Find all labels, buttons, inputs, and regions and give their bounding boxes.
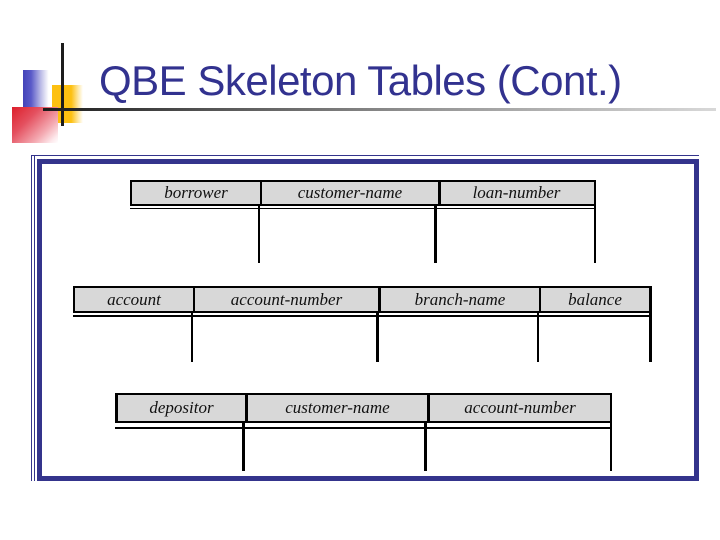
decor-red-square (12, 107, 58, 143)
column-header-cell: account-number (427, 395, 610, 421)
column-header-cell: customer-name (260, 182, 438, 204)
skeleton-column-line (242, 423, 245, 471)
skeleton-column-line (424, 423, 427, 471)
skeleton-column-line (434, 206, 437, 263)
skeleton-column-line (610, 423, 612, 471)
table-name-cell: borrower (164, 183, 228, 202)
column-header-cell: loan-number (438, 182, 592, 204)
table-name-cell: account (107, 290, 161, 309)
qbe-table-borrower: borrower customer-name loan-number (130, 180, 596, 263)
qbe-table-depositor: depositor customer-name account-number (115, 393, 612, 471)
decor-vertical-line (61, 43, 64, 126)
content-box-thin-line-left (31, 155, 32, 481)
decor-blue-square (23, 70, 50, 107)
double-rule (130, 208, 596, 209)
double-rule (115, 427, 612, 429)
table-header-row: borrower customer-name loan-number (130, 180, 596, 206)
table-header-row: depositor customer-name account-number (115, 393, 612, 423)
title-underline-rule (43, 108, 716, 111)
table-name-cell: depositor (149, 398, 214, 417)
skeleton-column-line (649, 313, 652, 362)
skeleton-column-line (537, 313, 539, 362)
skeleton-column-line (258, 206, 260, 263)
column-header-cell: customer-name (245, 395, 427, 421)
column-header-cell: branch-name (378, 288, 539, 311)
skeleton-column-line (594, 206, 596, 263)
column-header-cell: balance (539, 288, 649, 311)
skeleton-column-line (191, 313, 193, 362)
column-header-cell: account-number (193, 288, 378, 311)
double-rule (73, 315, 652, 317)
table-header-row: account account-number branch-name balan… (73, 286, 652, 313)
skeleton-column-line (376, 313, 379, 362)
qbe-table-account: account account-number branch-name balan… (73, 286, 652, 362)
content-box-thin-line-top (31, 155, 699, 156)
content-box-thin-line-left (34, 155, 35, 481)
slide-title: QBE Skeleton Tables (Cont.) (99, 57, 622, 104)
